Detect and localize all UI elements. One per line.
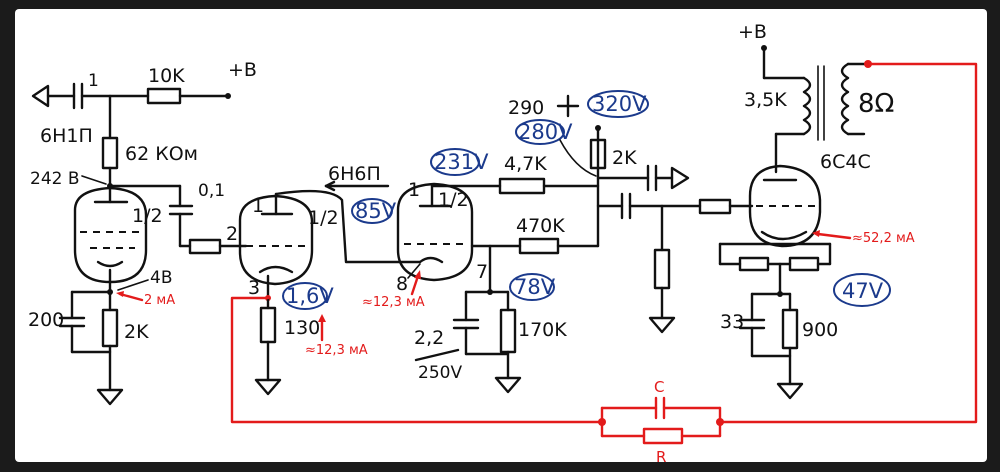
- res-900-label: 900: [802, 319, 838, 341]
- feedback-c-label: C: [654, 378, 664, 396]
- current-123-a: ≈12,3 мА: [305, 343, 368, 358]
- pin2-label: 2: [226, 223, 238, 245]
- v16-badge: [282, 282, 328, 310]
- v231-badge: [430, 148, 480, 176]
- filament-resistor-right: [788, 256, 820, 272]
- output-tube-type-label: 6С4С: [820, 151, 871, 173]
- ground-symbol-4: [648, 316, 676, 334]
- v320-label: 320V: [592, 92, 647, 116]
- cathode-current-1: 2 мА: [144, 293, 175, 308]
- half1-label: 1/2: [132, 205, 163, 227]
- output-tube-envelope: [748, 164, 822, 248]
- res-900: [781, 308, 799, 350]
- ground-symbol-5: [776, 382, 804, 400]
- res-130: [259, 306, 277, 344]
- ground-symbol-2: [254, 378, 282, 396]
- res-47k-label: 4,7K: [504, 153, 547, 175]
- v78-label: 78V: [514, 275, 556, 299]
- res-470k: [518, 237, 560, 255]
- ground-symbol-1: [96, 388, 124, 406]
- pin1-label: 1: [252, 195, 264, 217]
- v290-label: 290: [508, 97, 544, 119]
- v16-label: 1,6V: [286, 284, 334, 308]
- pin7-label: 7: [476, 261, 488, 283]
- res-2k-top-label: 2K: [612, 147, 637, 169]
- res-10k-label: 10K: [148, 65, 185, 87]
- res-470k-label: 470K: [516, 215, 565, 237]
- speaker-8ohm-label: 8Ω: [858, 89, 894, 119]
- ground-symbol-3: [494, 376, 522, 394]
- res-62k: [101, 136, 119, 170]
- output-transformer: [762, 62, 868, 141]
- input-connector: [31, 84, 76, 108]
- res-2k-left: [101, 308, 119, 348]
- res-170k: [499, 308, 517, 354]
- res-130-label: 130: [284, 317, 320, 339]
- grid-stopper-resistor: [698, 198, 732, 215]
- half3-label: 1/2: [438, 189, 469, 211]
- v78-badge: [509, 273, 555, 301]
- cap-33-label: 33: [720, 311, 744, 333]
- current-123-b: ≈12,3 мА: [362, 295, 425, 310]
- input-resistor-10k: [146, 87, 231, 105]
- b-plus-output-label: +B: [738, 21, 767, 43]
- tube3-envelope: [396, 182, 474, 282]
- v280-badge: [515, 119, 565, 145]
- v47-badge: [833, 273, 891, 307]
- grid-resistor-2: [188, 238, 222, 255]
- v47-label: 47V: [842, 279, 884, 303]
- pin8-label: 8: [396, 273, 408, 295]
- cap-250v-label: 250V: [418, 363, 462, 383]
- v231-label: 231V: [434, 150, 489, 174]
- filament-resistor-left: [738, 256, 770, 272]
- feedback-r-label: R: [656, 448, 666, 466]
- cap-input-label: 1: [88, 71, 99, 91]
- cathode-voltage-1: 4В: [150, 268, 172, 288]
- current-522: ≈52,2 мА: [852, 231, 915, 246]
- v280-label: 280V: [518, 120, 573, 144]
- tube2-type-label: 6Н6П: [328, 163, 381, 185]
- res-62k-label: 62 КОм: [125, 143, 198, 165]
- grid-leak-resistor: [653, 248, 671, 290]
- res-2k-left-label: 2K: [124, 321, 149, 343]
- prim-35k-label: 3,5K: [744, 89, 787, 111]
- pin1-tube3-label: 1: [408, 179, 420, 201]
- res-170k-label: 170K: [518, 319, 567, 341]
- pin3-label: 3: [248, 277, 260, 299]
- v85-label: 85V: [355, 199, 397, 223]
- res-47k: [498, 177, 546, 195]
- tube1-type-label: 6Н1П: [40, 125, 93, 147]
- res-2k-top: [589, 138, 607, 170]
- plate-voltage-1: 242 В: [30, 169, 80, 189]
- v85-badge: [351, 198, 393, 224]
- cap-01-label: 0,1: [198, 181, 225, 201]
- half2-label: 1/2: [308, 207, 339, 229]
- feedback-loop: [230, 62, 978, 445]
- b-plus-input-label: +B: [228, 59, 257, 81]
- cap-200-label: 200: [28, 309, 64, 331]
- cap-22-label: 2,2: [414, 327, 444, 349]
- input-capacitor: [72, 82, 150, 110]
- v320-badge: [587, 90, 649, 118]
